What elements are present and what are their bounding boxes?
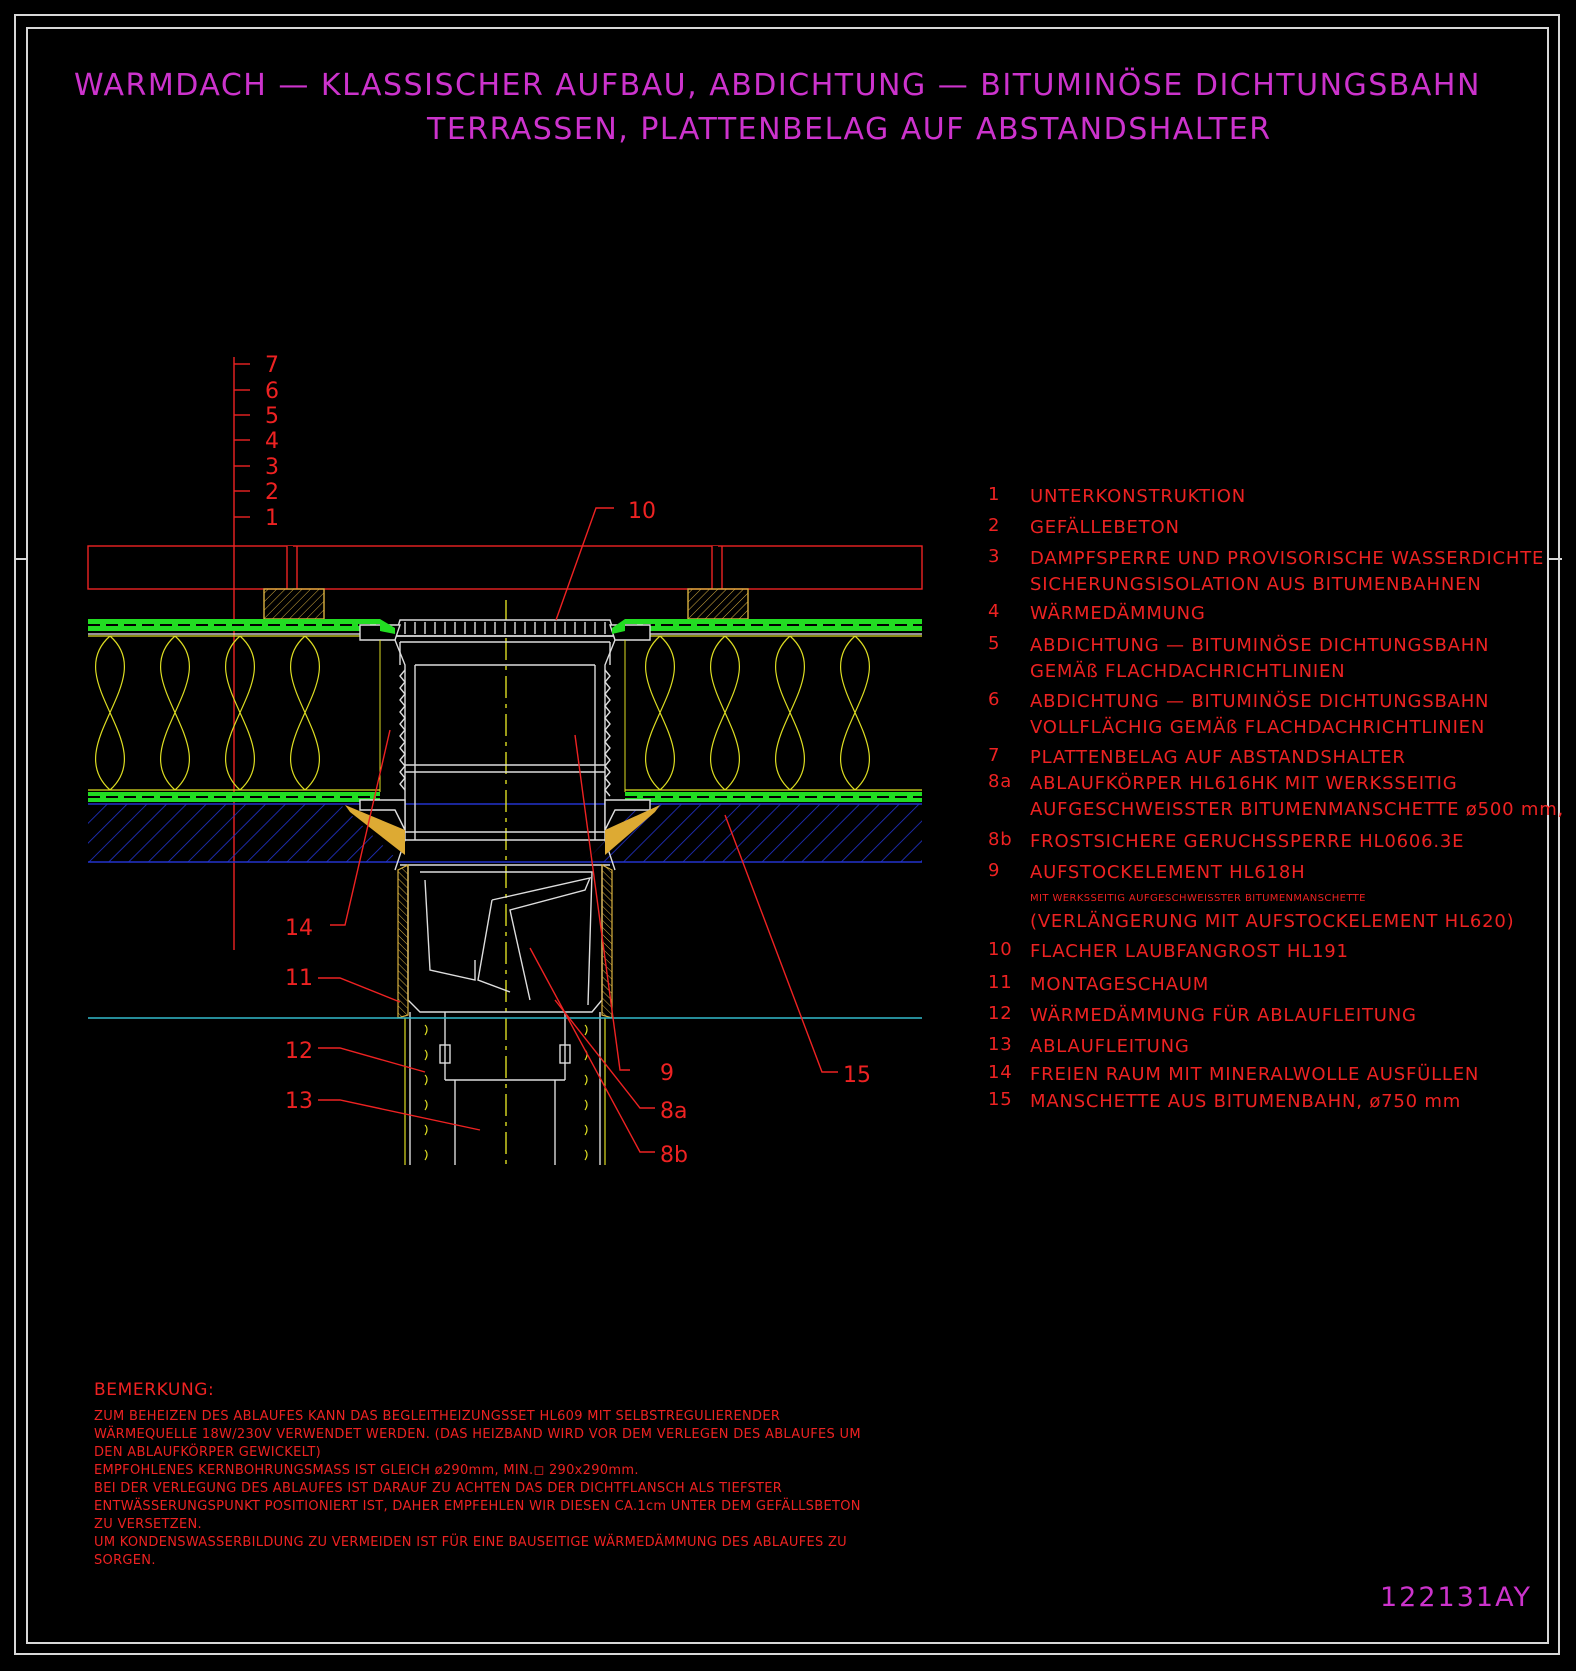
legend-number: 10	[988, 939, 1013, 960]
legend-number: 8b	[988, 829, 1013, 850]
callout-14: 14	[285, 916, 313, 941]
spacer-pad-right	[687, 588, 749, 620]
legend-text: FREIEN RAUM MIT MINERALWOLLE AUSFÜLLEN	[1030, 1064, 1480, 1085]
callout-8a: 8a	[660, 1099, 687, 1124]
paving-slabs	[87, 545, 923, 620]
legend-number: 13	[988, 1034, 1013, 1055]
legend-number: 4	[988, 601, 1001, 622]
drawing-title-line2: TERRASSEN, PLATTENBELAG AUF ABSTANDSHALT…	[427, 112, 1272, 147]
note-line: SORGEN.	[94, 1553, 156, 1568]
legend-number: 2	[988, 515, 1001, 536]
legend-number: 9	[988, 860, 1001, 881]
legend-text: MANSCHETTE AUS BITUMENBAHN, ø750 mm	[1030, 1091, 1462, 1112]
note-line: EMPFOHLENES KERNBOHRUNGSMASS IST GLEICH …	[94, 1463, 639, 1478]
note-line: BEI DER VERLEGUNG DES ABLAUFES IST DARAU…	[94, 1481, 783, 1496]
note-line: ENTWÄSSERUNGSPUNKT POSITIONIERT IST, DAH…	[94, 1499, 861, 1514]
sloped-concrete	[88, 803, 922, 863]
drawing-number: 122131AY	[1380, 1582, 1532, 1613]
note-line: ZUM BEHEIZEN DES ABLAUFES KANN DAS BEGLE…	[94, 1409, 781, 1424]
legend-text: (VERLÄNGERUNG MIT AUFSTOCKELEMENT HL620)	[1030, 911, 1515, 932]
mounting-foam	[379, 640, 626, 1019]
legend-number: 7	[988, 745, 1001, 766]
callout-13: 13	[285, 1089, 313, 1114]
legend-text: ABDICHTUNG — BITUMINÖSE DICHTUNGSBAHN GE…	[1030, 635, 1490, 682]
legend-text: UNTERKONSTRUKTION	[1030, 486, 1247, 507]
legend-number: 8a	[988, 771, 1013, 792]
legend-text: DAMPFSPERRE UND PROVISORISCHE WASSERDICH…	[1030, 548, 1545, 595]
top-membrane	[88, 619, 922, 635]
legend-text: MIT WERKSSEITIG AUFGESCHWEISSTER BITUMEN…	[1030, 893, 1366, 904]
legend-text: FROSTSICHERE GERUCHSSPERRE HL0606.3E	[1030, 831, 1465, 852]
legend-text: WÄRMEDÄMMUNG FÜR ABLAUFLEITUNG	[1030, 1005, 1417, 1026]
layer-scale-3: 3	[265, 455, 279, 480]
callout-9: 9	[660, 1061, 674, 1086]
legend-number: 12	[988, 1003, 1013, 1024]
legend-number: 14	[988, 1062, 1013, 1083]
legend-text: PLATTENBELAG AUF ABSTANDSHALTER	[1030, 747, 1406, 768]
legend-text: WÄRMEDÄMMUNG	[1030, 603, 1206, 624]
note-line: UM KONDENSWASSERBILDUNG ZU VERMEIDEN IST…	[94, 1535, 847, 1550]
callout-11: 11	[285, 966, 313, 991]
legend-number: 5	[988, 633, 1001, 654]
note-line: ZU VERSETZEN.	[94, 1517, 202, 1532]
callout-15: 15	[843, 1063, 871, 1088]
legend-number: 11	[988, 972, 1013, 993]
outer-frame	[14, 14, 1560, 1655]
leader-lines	[318, 507, 838, 1153]
thermal-insulation	[88, 635, 922, 791]
callout-12: 12	[285, 1039, 313, 1064]
layer-scale-6: 6	[265, 379, 279, 404]
layer-scale-5: 5	[265, 404, 279, 429]
frame-tick-right	[1548, 558, 1562, 560]
spacer-pad-left	[263, 588, 325, 620]
layer-scale-2: 2	[265, 480, 279, 505]
legend-number: 15	[988, 1089, 1013, 1110]
legend-text: ABLAUFLEITUNG	[1030, 1036, 1190, 1057]
callout-8b: 8b	[660, 1143, 688, 1168]
legend-text: FLACHER LAUBFANGROST HL191	[1030, 941, 1349, 962]
legend-text: MONTAGESCHAUM	[1030, 974, 1210, 995]
legend-text: ABDICHTUNG — BITUMINÖSE DICHTUNGSBAHN VO…	[1030, 691, 1490, 738]
legend-number: 3	[988, 546, 1001, 567]
note-line: WÄRMEQUELLE 18W/230V VERWENDET WERDEN. (…	[94, 1427, 861, 1442]
layer-scale-4: 4	[265, 429, 279, 454]
pipe-insulation	[404, 1018, 606, 1165]
legend-number: 1	[988, 484, 1001, 505]
layer-scale-7: 7	[265, 353, 279, 378]
drawing-title-line1: WARMDACH — KLASSISCHER AUFBAU, ABDICHTUN…	[74, 68, 1481, 103]
note-line: DEN ABLAUFKÖRPER GEWICKELT)	[94, 1445, 321, 1460]
notes-heading: BEMERKUNG:	[94, 1380, 215, 1400]
frame-tick-left	[14, 558, 28, 560]
legend-number: 6	[988, 689, 1001, 710]
vapour-barrier	[88, 792, 922, 802]
legend-text: AUFSTOCKELEMENT HL618H	[1030, 862, 1306, 883]
legend-text: GEFÄLLEBETON	[1030, 517, 1180, 538]
inner-frame	[26, 27, 1549, 1644]
layer-scale-1: 1	[265, 506, 279, 531]
notes-block: BEMERKUNG: ZUM BEHEIZEN DES ABLAUFES KAN…	[94, 1380, 924, 1570]
callout-10: 10	[628, 499, 656, 524]
legend-text: ABLAUFKÖRPER HL616HK MIT WERKSSEITIG AUF…	[1030, 773, 1565, 820]
drain-collar-membrane	[345, 619, 660, 855]
